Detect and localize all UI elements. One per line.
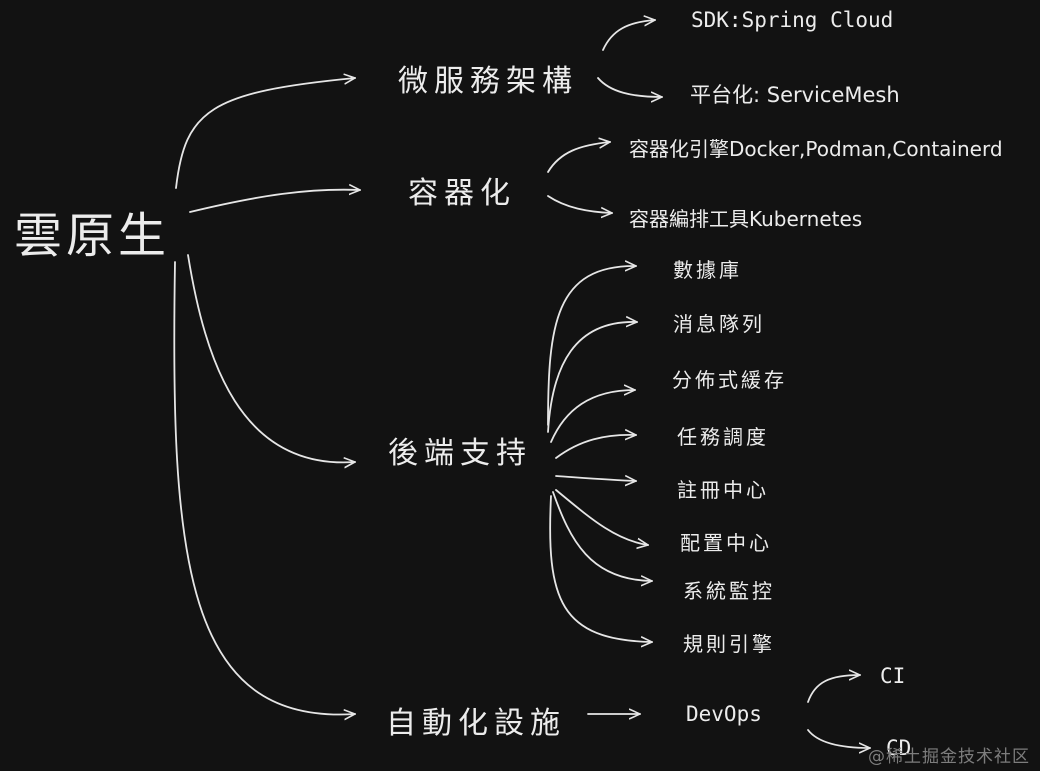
edge-container-orch [547, 195, 612, 213]
edge-backend-cache [550, 390, 635, 443]
edge-backend-db [547, 266, 636, 426]
leaf-servicemesh: 平台化: ServiceMesh [690, 83, 900, 107]
root-node: 雲原生 [14, 208, 171, 264]
branch-containerization: 容器化 [408, 176, 516, 211]
edge-root-containerization [189, 190, 360, 213]
edge-container-engine [547, 142, 610, 173]
leaf-container-orchestration: 容器編排工具Kubernetes [629, 207, 863, 231]
edge-root-microservices [175, 78, 355, 189]
leaf-cd: CD [886, 736, 912, 760]
watermark-text: @稀土掘金技术社区 [868, 747, 1030, 767]
edge-backend-sched [555, 435, 636, 459]
edge-backend-mq [547, 322, 637, 433]
edge-backend-monitor [552, 491, 652, 581]
leaf-system-monitoring: 系統監控 [683, 579, 775, 603]
edge-micro-sdk [602, 20, 655, 51]
branch-backend-support: 後端支持 [388, 436, 532, 471]
node-devops: DevOps [686, 702, 762, 726]
leaf-task-scheduling: 任務調度 [677, 425, 769, 449]
edge-devops-cd [807, 729, 870, 748]
edge-backend-rules [549, 495, 652, 642]
leaf-rule-engine: 規則引擎 [683, 632, 775, 656]
edge-root-automation [173, 261, 355, 715]
branch-automation: 自動化設施 [386, 706, 566, 741]
leaf-sdk-spring-cloud: SDK:Spring Cloud [691, 8, 894, 32]
leaf-database: 數據庫 [673, 258, 742, 282]
leaf-container-engine: 容器化引擎Docker,Podman,Containerd [629, 137, 1003, 161]
leaf-ci: CI [880, 664, 906, 688]
leaf-distributed-cache: 分佈式緩存 [672, 368, 787, 392]
leaf-service-registry: 註冊中心 [677, 478, 769, 502]
leaf-message-queue: 消息隊列 [673, 312, 765, 336]
edge-micro-mesh [597, 77, 662, 97]
edge-backend-registry [555, 476, 636, 481]
edge-devops-ci [807, 675, 860, 703]
leaf-config-center: 配置中心 [680, 531, 772, 555]
edge-backend-config [555, 489, 648, 545]
edge-root-backend [187, 254, 355, 462]
branch-microservices: 微服務架構 [398, 64, 578, 99]
